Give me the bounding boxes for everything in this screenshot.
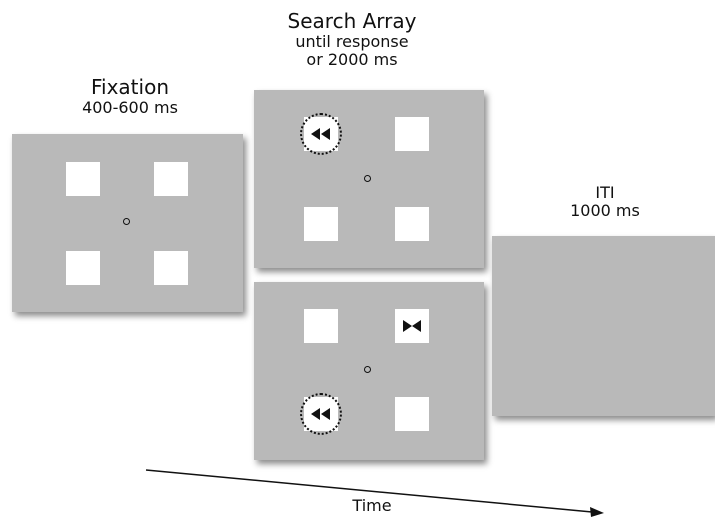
target-highlight-ring <box>300 393 342 435</box>
iti-duration: 1000 ms <box>570 201 640 221</box>
iti-title: ITI <box>595 183 615 202</box>
iti-screen <box>492 236 715 416</box>
fixation-screen <box>12 134 243 312</box>
placeholder-square <box>154 251 188 285</box>
placeholder-square <box>395 117 429 151</box>
placeholder-square <box>395 397 429 431</box>
fixation-title: Fixation <box>90 75 169 99</box>
search-title: Search Array <box>287 9 417 33</box>
fixation-dot <box>364 175 371 182</box>
target-highlight-ring <box>300 113 342 155</box>
distractor-square <box>395 309 429 343</box>
iti-label: ITI 1000 ms <box>530 183 680 221</box>
fixation-label: Fixation 400-600 ms <box>40 76 220 117</box>
search-array-screen-2 <box>254 282 484 460</box>
fixation-dot <box>123 218 130 225</box>
time-arrowhead-icon <box>590 507 604 517</box>
bowtie-icon <box>403 320 421 332</box>
placeholder-square <box>304 207 338 241</box>
search-label: Search Array until response or 2000 ms <box>262 10 442 70</box>
placeholder-square <box>66 251 100 285</box>
placeholder-square <box>304 309 338 343</box>
fixation-duration: 400-600 ms <box>82 98 178 117</box>
placeholder-square <box>66 162 100 196</box>
search-duration-line1: until response <box>295 32 409 51</box>
placeholder-square <box>154 162 188 196</box>
time-label-text: Time <box>352 496 392 515</box>
fixation-dot <box>364 366 371 373</box>
search-array-screen-1 <box>254 90 484 268</box>
time-label: Time <box>332 496 412 515</box>
search-duration-line2: or 2000 ms <box>306 50 398 70</box>
time-arrow-line <box>145 469 593 513</box>
placeholder-square <box>395 207 429 241</box>
